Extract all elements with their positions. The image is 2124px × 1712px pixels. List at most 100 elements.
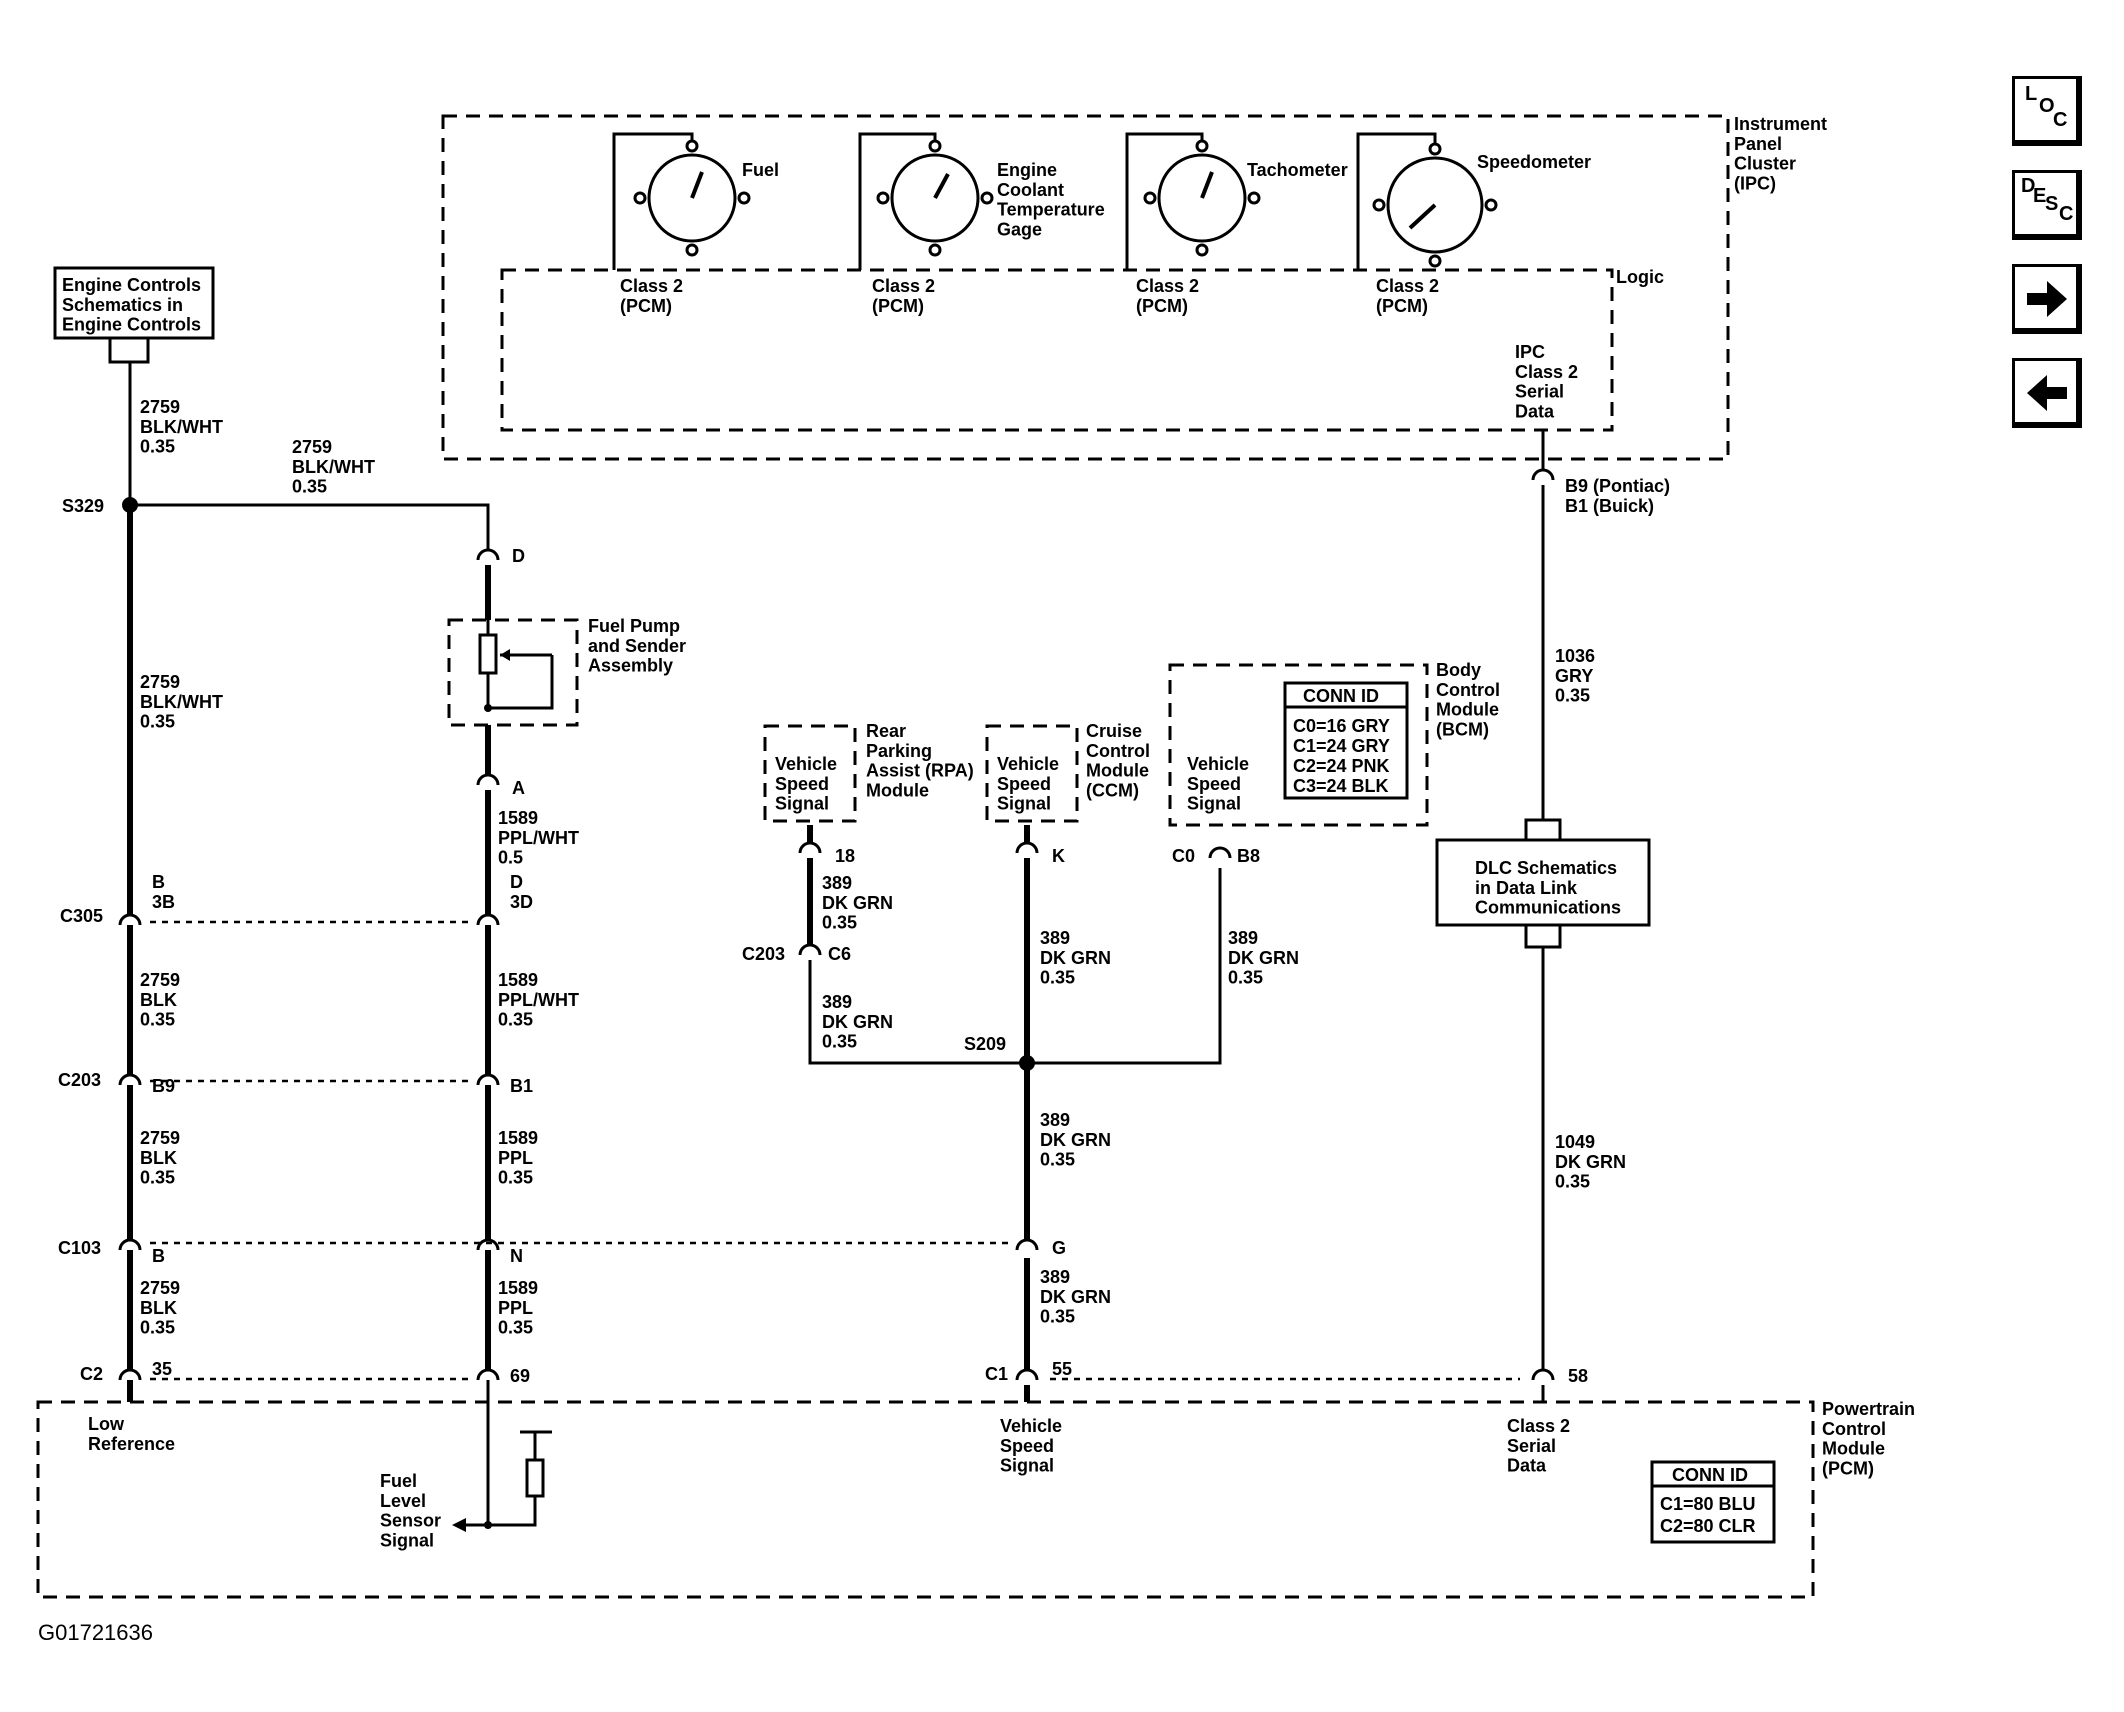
speedometer-gauge <box>1356 132 1498 270</box>
c305-label: C305 <box>60 906 103 926</box>
speedo-class2-label: Class 2(PCM) <box>1376 276 1439 316</box>
ipc-logic-boundary <box>500 268 1614 432</box>
bcm-boundary <box>1168 663 1429 827</box>
bcm-conn-id-title: CONN ID <box>1303 686 1379 706</box>
pin-c1-58: 58 <box>1568 1366 1588 1386</box>
desc-letter-c: C <box>2059 203 2074 225</box>
pin-ipc-b9: B9 (Pontiac)B1 (Buick) <box>1565 476 1670 516</box>
desc-letter-d: D <box>2021 175 2036 197</box>
c103-label: C103 <box>58 1238 101 1258</box>
rpa-boundary <box>763 724 857 823</box>
ect-class2-label: Class 2(PCM) <box>872 276 935 316</box>
loc-letter-l: L <box>2025 83 2038 105</box>
pcm-conn-id-row-1: C2=80 CLR <box>1660 1516 1756 1536</box>
pcm-pullup-resistor <box>452 1430 552 1532</box>
s209-label: S209 <box>964 1034 1006 1054</box>
ipc-boundary <box>441 114 1730 461</box>
c203-rpa-label: C203 <box>742 944 785 964</box>
c1-label: C1 <box>985 1364 1008 1384</box>
pin-bcm-b8: B8 <box>1237 846 1260 866</box>
loc-letter-o: O <box>2039 95 2055 117</box>
pin-rpa-18: 18 <box>835 846 855 866</box>
pcm-boundary <box>36 1400 1815 1599</box>
bcm-conn-id-box <box>1283 681 1409 800</box>
tachometer-label: Tachometer <box>1247 160 1348 180</box>
logic-label: Logic <box>1616 267 1664 287</box>
dlc-box <box>1435 838 1651 927</box>
bcm-conn-id-row-3: C3=24 BLK <box>1293 776 1389 796</box>
tach-class2-label: Class 2(PCM) <box>1136 276 1199 316</box>
description-button[interactable]: D E S C <box>2012 170 2082 240</box>
fuel-gauge-label: Fuel <box>742 160 779 180</box>
bcm-conn-id-row-0: C0=16 GRY <box>1293 716 1390 736</box>
engine-controls-box <box>53 266 215 340</box>
fuel-gauge <box>612 132 751 270</box>
desc-letter-s: S <box>2045 193 2059 215</box>
pin-c2-35: 35 <box>152 1359 172 1379</box>
bcm-conn-id-row-1: C1=24 GRY <box>1293 736 1390 756</box>
pin-c2-69: 69 <box>510 1366 530 1386</box>
bcm-conn-id-row-2: C2=24 PNK <box>1293 756 1390 776</box>
speedometer-label: Speedometer <box>1477 152 1591 172</box>
arrow-right-icon <box>2027 281 2067 317</box>
loc-letter-c: C <box>2053 109 2068 131</box>
pin-ccm-k: K <box>1052 846 1065 866</box>
location-button[interactable]: L O C <box>2012 76 2082 146</box>
pin-c203-c6: C6 <box>828 944 851 964</box>
desc-letter-e: E <box>2033 185 2047 207</box>
tachometer-gauge <box>1125 132 1261 270</box>
fuel-sender-resistor <box>478 633 498 675</box>
next-button[interactable] <box>2012 264 2082 334</box>
pin-c103-g: G <box>1052 1238 1066 1258</box>
s329-label: S329 <box>62 496 104 516</box>
pcm-conn-id-title: CONN ID <box>1672 1465 1748 1485</box>
pcm-conn-id-row-0: C1=80 BLU <box>1660 1494 1756 1514</box>
ect-gauge <box>858 132 994 270</box>
pin-c203-b9: B9 <box>152 1076 175 1096</box>
arrow-left-icon <box>2027 375 2067 411</box>
pin-c103-n: N <box>510 1246 523 1266</box>
pin-c203-b1: B1 <box>510 1076 533 1096</box>
fuel-class2-label: Class 2(PCM) <box>620 276 683 316</box>
c2-label: C2 <box>80 1364 103 1384</box>
previous-button[interactable] <box>2012 358 2082 428</box>
pin-c103-b: B <box>152 1246 165 1266</box>
ccm-boundary <box>985 724 1079 823</box>
c0-label: C0 <box>1172 846 1195 866</box>
